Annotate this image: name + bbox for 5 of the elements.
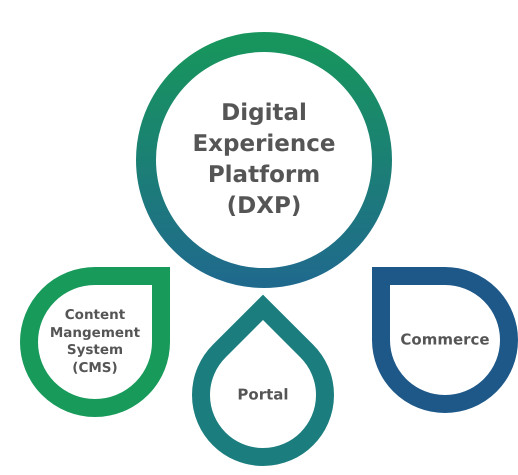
circle-shape	[135, 30, 393, 290]
node-label: Commerce	[399, 330, 491, 350]
node-label: Portal	[236, 385, 290, 405]
title-text: Digital Experience Platform (DXP)	[191, 98, 337, 222]
node-label: Content Mangement System (CMS)	[48, 306, 142, 378]
